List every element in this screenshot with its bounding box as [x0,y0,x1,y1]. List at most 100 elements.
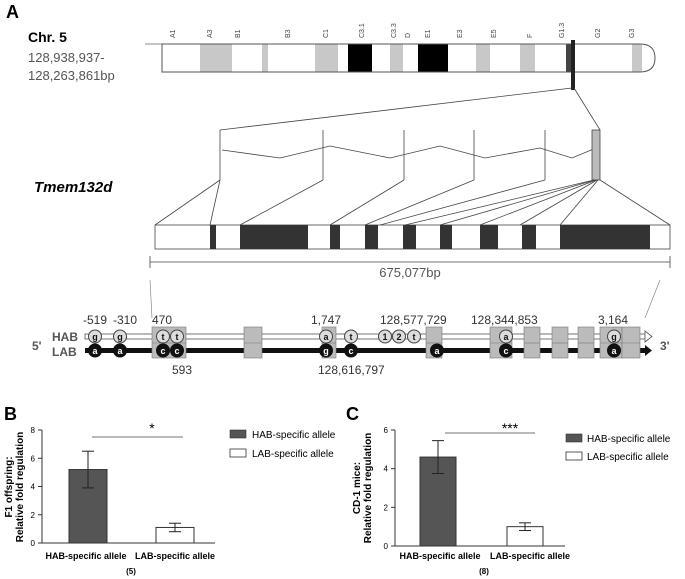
chromosome-label: Chr. 5 [28,29,67,45]
svg-text:a: a [434,346,440,356]
chart-b-significance: * [149,420,155,436]
svg-text:t: t [162,332,165,342]
snp-pos-neg519: -519 [83,313,107,327]
svg-text:1: 1 [382,332,387,342]
band-label: B3 [285,29,292,38]
lab-allele: a [113,343,127,358]
lab-allele: c [156,343,170,358]
chart-b-ylabel-line2: Relative fold regulation [15,432,26,543]
band-label: G1.3 [559,23,566,38]
exon [403,225,416,249]
panel-a-label: A [6,2,19,22]
y-tick-label: 0 [31,539,36,548]
hab-allele: a [499,329,513,344]
track-exon [551,326,569,359]
hab-allele: t [156,329,170,344]
band-label: C3.1 [359,23,366,38]
chromosome-band [566,44,574,72]
chromosome-band [315,44,338,72]
lab-track [85,345,652,356]
band-label: C3.3 [391,23,398,38]
hab-track [84,330,653,343]
y-tick-label: 4 [384,465,389,474]
gene-locus-marker [571,40,575,90]
band-label: E1 [425,29,432,38]
hab-allele: g [113,329,127,344]
hab-allele: t [344,329,358,344]
chromosome-band [200,44,232,72]
lab-label: LAB [52,345,77,359]
snp-pos-neg310: -310 [113,313,137,327]
snp-pos-128344853: 128,344,853 [471,313,538,327]
hab-allele: a [319,329,333,344]
panel-b-label: B [4,404,17,424]
svg-text:g: g [611,332,617,342]
lab-allele: a [430,343,444,358]
lab-allele: c [499,343,513,358]
snp-pos-470: 470 [152,313,172,327]
chart-c-xtick-lab: LAB-specific allele [490,551,570,561]
legend-c-hab: HAB-specific allele [587,434,671,445]
chart-c-footnote: (8) [479,567,489,576]
svg-text:t: t [176,332,179,342]
gene-name: Tmem132d [34,179,113,196]
track-exon [577,326,595,359]
band-label: F [527,34,534,38]
span-label: 675,077bp [379,265,440,280]
chromosome-band [348,44,372,72]
chromosome-band [476,44,490,72]
hab-allele: t [170,329,184,344]
y-tick-label: 2 [31,511,36,520]
exon [440,225,452,249]
legend-b [229,429,247,458]
snp-pos-128577729: 128,577,729 [380,313,447,327]
exon [480,225,498,249]
error-bar [519,522,531,532]
chart-b-xtick-lab: LAB-specific allele [135,551,215,561]
chart-c-ylabel-line1: CD-1 mice: [352,462,363,514]
svg-text:g: g [92,332,98,342]
svg-text:a: a [503,332,509,342]
band-label: B1 [235,29,242,38]
y-tick-label: 6 [31,454,36,463]
band-label: A1 [170,29,177,38]
exon [522,225,536,249]
svg-text:c: c [160,346,165,356]
svg-text:c: c [348,346,353,356]
snp-pos-128616797: 128,616,797 [318,363,385,377]
lab-allele: a [88,343,102,358]
svg-text:2: 2 [396,332,401,342]
chart-c-xtick-hab: HAB-specific allele [399,551,480,561]
y-tick-label: 0 [384,542,389,551]
track-exon [523,326,541,359]
chromosome-band [390,44,403,72]
gene-structure-zoom [154,129,671,226]
snp-pos-593: 593 [172,363,192,377]
hab-allele: g [88,329,102,344]
lab-allele: c [344,343,358,358]
legend-b-hab: HAB-specific allele [252,430,336,441]
lab-allele: c [170,343,184,358]
coord-start: 128,938,937- [28,50,105,65]
svg-text:g: g [323,346,329,356]
exon [330,225,340,249]
lab-allele: g [319,343,333,358]
y-tick-label: 2 [384,503,389,512]
coord-end: 128,263,861bp [28,68,115,83]
legend-b-lab: LAB-specific allele [252,449,334,460]
error-bar [169,522,181,533]
chart-b-footnote: (5) [126,567,136,576]
svg-text:a: a [323,332,329,342]
track-exon [243,326,263,359]
exon [240,225,308,249]
span-ruler [149,256,671,268]
chart-c-ylabel-line2: Relative fold regulation [363,433,374,544]
band-label: E3 [457,29,464,38]
svg-text:a: a [92,346,98,356]
snp-pos-1747: 1,747 [311,313,341,327]
band-label: D [405,33,412,38]
